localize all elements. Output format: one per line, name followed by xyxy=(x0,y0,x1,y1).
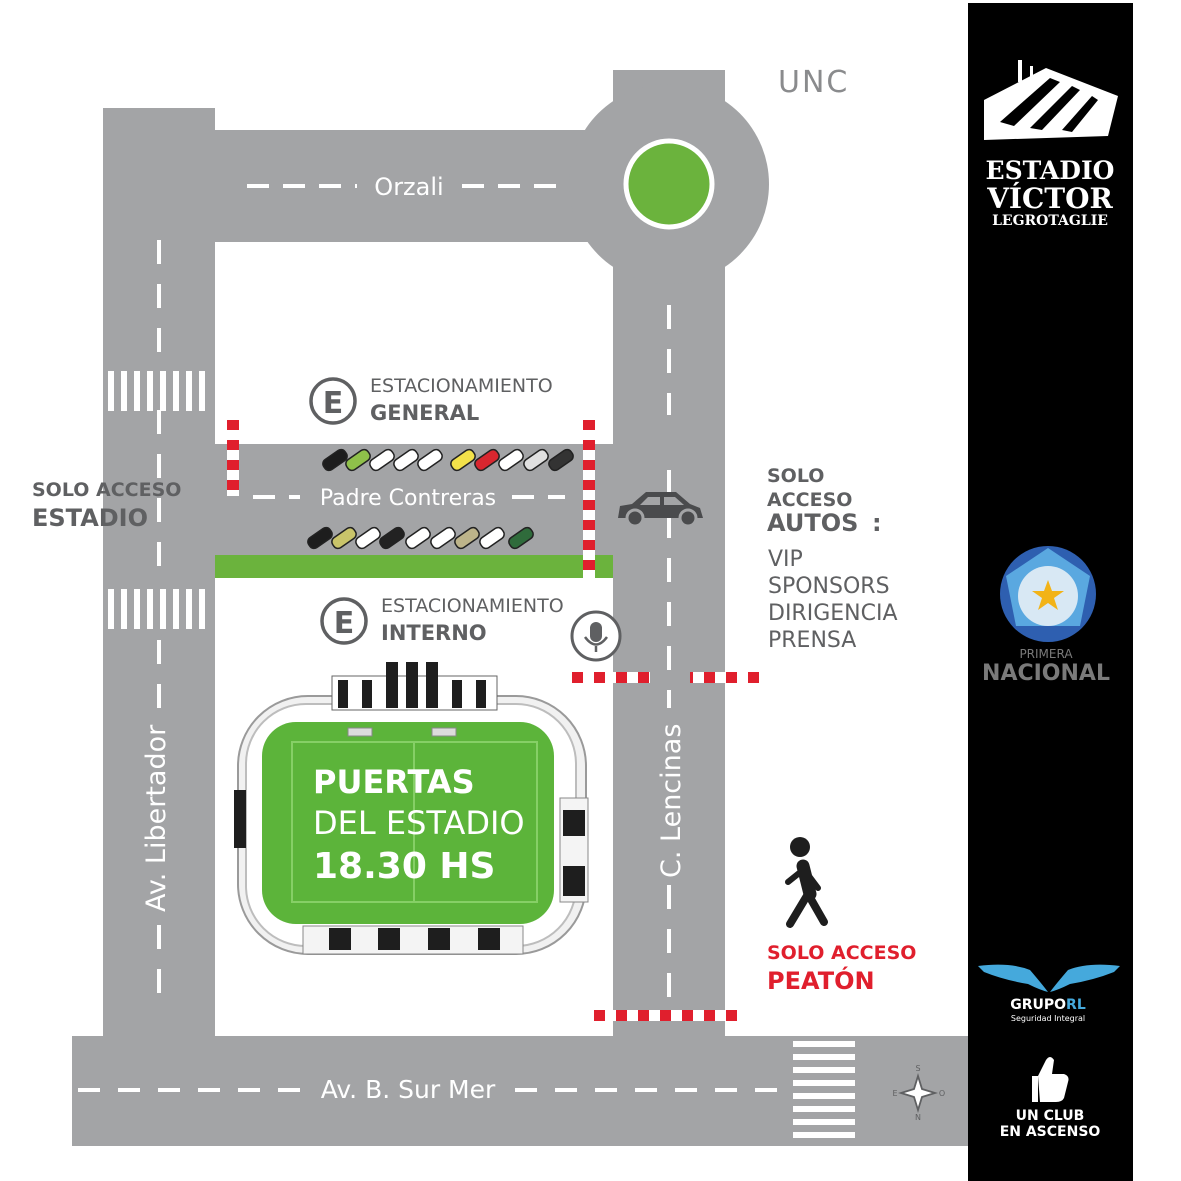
microphone-icon xyxy=(570,610,622,662)
field-line-1: PUERTAS xyxy=(313,763,475,801)
field-line-3: 18.30 HS xyxy=(313,846,495,887)
access-autos-item: PRENSA xyxy=(768,628,856,653)
league-line1: PRIMERA xyxy=(1019,647,1073,661)
compass-rose-icon: S E O N xyxy=(892,1064,945,1122)
roundabout-island xyxy=(623,138,715,230)
parking-e-icon: E xyxy=(320,597,368,645)
landmark-unc: UNC xyxy=(778,65,849,100)
compass-o: O xyxy=(939,1089,945,1098)
stadium-name-line2: VÍCTOR xyxy=(986,182,1113,215)
grupo-rl-logo-icon xyxy=(978,964,1120,992)
access-autos-item: VIP xyxy=(768,547,803,572)
lane-markings xyxy=(78,184,788,1092)
parking-general-symbol: E xyxy=(323,386,344,421)
sidebar: ESTADIO VÍCTOR LEGROTAGLIE PRIMERA NACIO… xyxy=(968,3,1133,1181)
barrier-lencinas-left xyxy=(572,672,650,683)
parking-interno: E ESTACIONAMIENTO INTERNO xyxy=(320,595,564,645)
club-line1: UN CLUB xyxy=(1016,1108,1085,1124)
parked-cars-top xyxy=(322,448,574,472)
sponsor-name-b: RL xyxy=(1066,997,1086,1013)
barrier-padre-east xyxy=(583,418,595,578)
barrier-lencinas-south xyxy=(588,1010,748,1021)
compass-n: N xyxy=(915,1113,921,1122)
stadium-name-line3: LEGROTAGLIE xyxy=(992,213,1108,229)
parking-general-line2: GENERAL xyxy=(370,401,479,425)
street-sur-mer: Av. B. Sur Mer xyxy=(321,1075,496,1104)
access-autos-line1: SOLO xyxy=(767,465,824,487)
parking-interno-line1: ESTACIONAMIENTO xyxy=(381,595,564,617)
sponsor-tagline: Seguridad Integral xyxy=(1011,1014,1085,1023)
compass-s: S xyxy=(915,1064,920,1073)
sponsor-name: GRUPORL xyxy=(1010,997,1086,1013)
stand-north xyxy=(331,662,498,737)
car-icon xyxy=(618,492,703,528)
access-autos-line2: ACCESO xyxy=(767,489,852,511)
field-line-2: DEL ESTADIO xyxy=(313,804,525,842)
stadium-name-line1: ESTADIO xyxy=(986,156,1115,185)
club-line2: EN ASCENSO xyxy=(1000,1124,1101,1140)
green-median xyxy=(215,555,613,578)
crosswalk-west-upper xyxy=(108,371,205,411)
access-autos-colon: : xyxy=(872,509,882,537)
parking-general-line1: ESTACIONAMIENTO xyxy=(370,375,553,397)
crosswalk-west-lower xyxy=(108,589,205,629)
barrier-lencinas-right xyxy=(690,672,768,683)
street-libertador: Av. Libertador xyxy=(141,724,172,912)
parking-interno-line2: INTERNO xyxy=(381,621,487,645)
access-autos-line3: AUTOS xyxy=(767,509,858,537)
access-autos-item: SPONSORS xyxy=(768,574,890,599)
access-estadio-line1: SOLO ACCESO xyxy=(32,479,181,501)
stadium: PUERTAS DEL ESTADIO 18.30 HS xyxy=(234,662,589,955)
street-orzali: Orzali xyxy=(374,173,443,201)
street-padre-contreras: Padre Contreras xyxy=(320,486,496,511)
pedestrian-icon xyxy=(785,837,828,928)
thumbs-up-icon xyxy=(1032,1057,1069,1102)
stand-south xyxy=(302,925,524,955)
parking-general: E ESTACIONAMIENTO GENERAL xyxy=(309,375,553,425)
primera-nacional-logo-icon xyxy=(1000,546,1096,642)
compass-e: E xyxy=(892,1089,897,1098)
access-peaton-line1: SOLO ACCESO xyxy=(767,942,916,964)
league-line2: NACIONAL xyxy=(982,661,1110,686)
street-lencinas: C. Lencinas xyxy=(656,724,687,878)
access-peaton-line2: PEATÓN xyxy=(767,965,875,995)
parking-interno-symbol: E xyxy=(334,606,355,641)
access-estadio-line2: ESTADIO xyxy=(32,504,148,532)
crosswalk-south xyxy=(793,1041,855,1138)
parked-cars-bottom xyxy=(307,526,534,550)
parking-e-icon: E xyxy=(309,377,357,425)
stand-east xyxy=(559,797,589,903)
barrier-padre-west xyxy=(227,418,239,496)
stadium-logo-icon xyxy=(984,60,1118,140)
sponsor-name-a: GRUPO xyxy=(1010,997,1066,1013)
scoreboard xyxy=(234,790,246,848)
access-autos-item: DIRIGENCIA xyxy=(768,601,898,626)
stadium-field xyxy=(262,722,554,924)
